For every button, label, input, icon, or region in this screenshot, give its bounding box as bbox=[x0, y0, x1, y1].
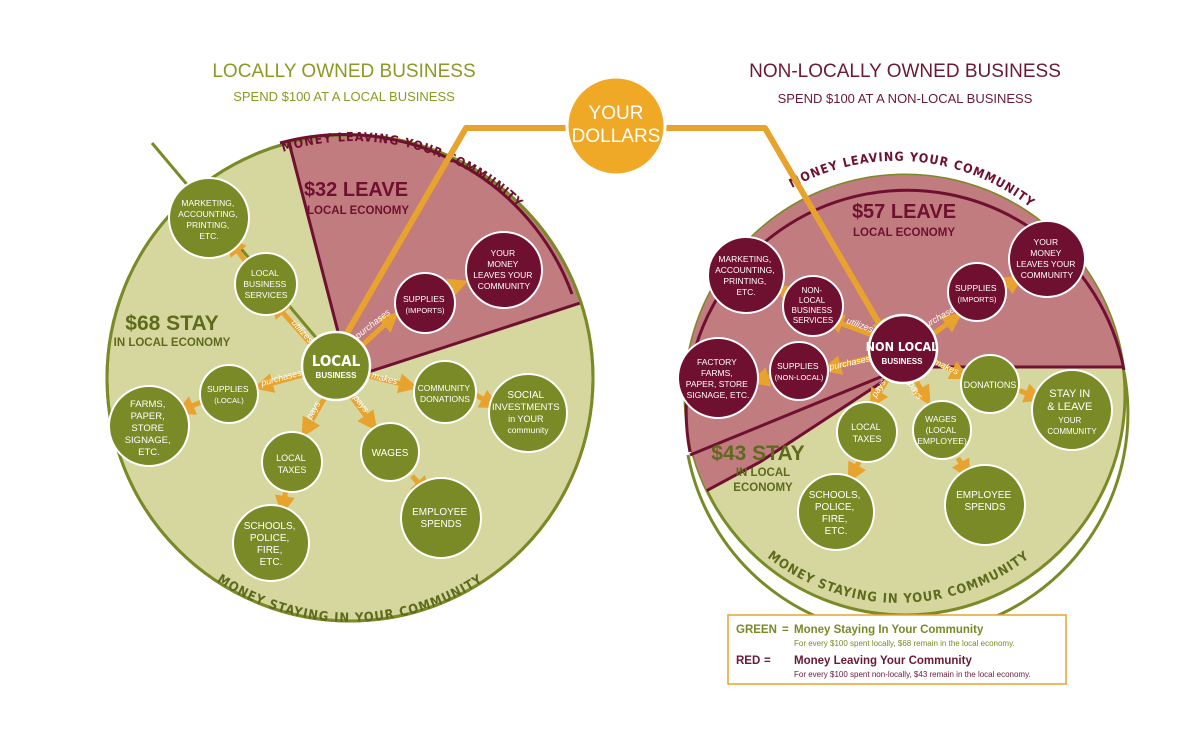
svg-text:YOUR MONEY LEAVES: YOUR MONEY LEAVES YOUR COMMUNITY bbox=[1016, 237, 1078, 280]
legend-green-title: Money Staying In Your Community bbox=[794, 624, 984, 636]
local-title: LOCALLY OWNED BUSINESS bbox=[212, 61, 475, 82]
nonlocal-node-marketing: MARKETING, ACCOUNTING, PRINTING, ETC. bbox=[707, 236, 785, 314]
nonlocal-node-supplies-imports: SUPPLIES (IMPORTS) bbox=[947, 262, 1007, 322]
local-node-donations: COMMUNITY DONATIONS bbox=[413, 360, 477, 424]
svg-text:SUPPLIES (NON-LOCAL): SUPPLIES (NON-LOCAL) bbox=[775, 361, 824, 382]
your-dollars-line1: YOUR bbox=[589, 103, 644, 124]
nonlocal-leave-sub: LOCAL ECONOMY bbox=[853, 227, 955, 239]
local-node-leaves: YOUR MONEY LEAVES YOUR COMMUNITY bbox=[465, 231, 543, 309]
nonlocal-hub-line2: BUSINESS bbox=[882, 357, 924, 366]
svg-text:MARKETING, ACCOUNTING,: MARKETING, ACCOUNTING, PRINTING, ETC. bbox=[715, 254, 777, 297]
local-leave-sub: LOCAL ECONOMY bbox=[307, 205, 409, 217]
svg-text:LOCAL TAXES: LOCAL TAXES bbox=[851, 422, 883, 444]
svg-text:YOUR MONEY LEAVES: YOUR MONEY LEAVES YOUR COMMUNITY bbox=[473, 248, 535, 291]
your-dollars-line2: DOLLARS bbox=[572, 126, 661, 147]
nonlocal-leave-amount: $57 LEAVE bbox=[852, 201, 956, 223]
local-node-services: LOCAL BUSINESS SERVICES bbox=[234, 252, 298, 316]
svg-text:SUPPLIES (IMPORTS): SUPPLIES (IMPORTS) bbox=[403, 294, 447, 315]
svg-text:FACTORY FARMS, PAP: FACTORY FARMS, PAPER, STORE SIGNAGE, ETC… bbox=[686, 357, 750, 400]
legend-red-key: RED bbox=[736, 655, 760, 667]
nonlocal-node-services: NON- LOCAL BUSINESS SERVICES bbox=[782, 275, 844, 337]
nonlocal-node-stayleave: STAY IN & LEAVE YOUR COMMUNITY bbox=[1031, 369, 1113, 451]
legend-red-eq: = bbox=[764, 655, 771, 667]
nonlocal-arrows bbox=[749, 275, 1045, 483]
svg-text:EMPLOYEE SPENDS: EMPLOYEE SPENDS bbox=[956, 490, 1014, 513]
dollars-connector bbox=[337, 125, 883, 347]
svg-text:SUPPLIES (IMPORTS): SUPPLIES (IMPORTS) bbox=[955, 283, 999, 304]
legend-green-key: GREEN bbox=[736, 624, 777, 636]
svg-text:STAY IN & LEAVE YO: STAY IN & LEAVE YOUR COMMUNITY bbox=[1047, 384, 1097, 436]
local-node-taxes: LOCAL TAXES bbox=[261, 431, 323, 493]
nonlocal-title: NON-LOCALLY OWNED BUSINESS bbox=[749, 61, 1061, 82]
local-node-social: SOCIAL INVESTMENTS in YOUR community bbox=[488, 373, 568, 453]
nonlocal-node-donations: DONATIONS bbox=[960, 354, 1020, 414]
svg-text:WAGES (LOCAL EMPLO: WAGES (LOCAL EMPLOYEE) bbox=[917, 414, 967, 446]
nonlocal-hub: NON LOCAL BUSINESS bbox=[866, 313, 939, 385]
local-stay-amount: $68 STAY bbox=[125, 312, 218, 335]
svg-text:MARKETING, ACCOUNTING,: MARKETING, ACCOUNTING, PRINTING, ETC. bbox=[178, 198, 240, 241]
svg-text:SCHOOLS, POLICE, F: SCHOOLS, POLICE, FIRE, ETC. bbox=[244, 521, 298, 568]
legend-green-desc: For every $100 spent locally, $68 remain… bbox=[794, 639, 1015, 648]
svg-text:WAGES: WAGES bbox=[372, 448, 409, 459]
local-node-supplies-imports: SUPPLIES (IMPORTS) bbox=[394, 272, 456, 334]
local-node-farms: FARMS, PAPER, STORE SIGNAGE, ETC. bbox=[108, 385, 190, 467]
nonlocal-node-wages: WAGES (LOCAL EMPLOYEE) bbox=[912, 400, 972, 460]
local-hub-line2: BUSINESS bbox=[316, 371, 358, 380]
svg-text:DONATIONS: DONATIONS bbox=[964, 380, 1017, 390]
local-hub-line1: LOCAL bbox=[312, 352, 361, 370]
local-node-schools: SCHOOLS, POLICE, FIRE, ETC. bbox=[232, 504, 310, 582]
nonlocal-node-leaves: YOUR MONEY LEAVES YOUR COMMUNITY bbox=[1008, 220, 1086, 298]
svg-text:SUPPLIES (LOCAL): SUPPLIES (LOCAL) bbox=[207, 384, 251, 405]
legend-red-title: Money Leaving Your Community bbox=[794, 655, 972, 667]
nonlocal-stay-sub-1: IN LOCAL bbox=[736, 467, 790, 479]
legend-green-eq: = bbox=[782, 624, 789, 636]
nonlocal-node-factory: FACTORY FARMS, PAPER, STORE SIGNAGE, ETC… bbox=[677, 337, 759, 419]
svg-text:SCHOOLS, POLICE, F: SCHOOLS, POLICE, FIRE, ETC. bbox=[809, 490, 863, 537]
nonlocal-node-employee: EMPLOYEE SPENDS bbox=[944, 464, 1026, 546]
your-dollars-badge bbox=[565, 75, 667, 177]
local-leave-amount: $32 LEAVE bbox=[304, 179, 408, 201]
legend-red-desc: For every $100 spent non-locally, $43 re… bbox=[794, 670, 1031, 679]
local-stay-sub: IN LOCAL ECONOMY bbox=[114, 337, 231, 349]
svg-text:FARMS, PAPER, STOR: FARMS, PAPER, STORE SIGNAGE, ETC. bbox=[125, 399, 174, 458]
svg-text:NON- LOCAL BUSINES: NON- LOCAL BUSINESS SERVICES bbox=[792, 286, 835, 325]
nonlocal-node-supplies-nonlocal: SUPPLIES (NON-LOCAL) bbox=[769, 341, 829, 401]
svg-text:LOCAL BUSINESS SER: LOCAL BUSINESS SERVICES bbox=[243, 268, 288, 300]
local-node-employee: EMPLOYEE SPENDS bbox=[400, 477, 482, 559]
nonlocal-subtitle: SPEND $100 AT A NON-LOCAL BUSINESS bbox=[778, 91, 1033, 106]
svg-text:COMMUNITY DONATIONS: COMMUNITY DONATIONS bbox=[418, 383, 473, 404]
nonlocal-node-schools: SCHOOLS, POLICE, FIRE, ETC. bbox=[797, 473, 875, 551]
svg-text:EMPLOYEE SPENDS: EMPLOYEE SPENDS bbox=[412, 507, 470, 530]
nonlocal-hub-line1: NON LOCAL bbox=[866, 339, 939, 354]
local-subtitle: SPEND $100 AT A LOCAL BUSINESS bbox=[233, 89, 455, 104]
local-node-wages: WAGES bbox=[360, 422, 420, 482]
nonlocal-stay-amount: $43 STAY bbox=[711, 442, 804, 465]
local-hub: LOCAL BUSINESS bbox=[300, 330, 372, 402]
svg-text:SOCIAL INVESTMENTS: SOCIAL INVESTMENTS in YOUR community bbox=[492, 385, 564, 435]
nonlocal-node-taxes: LOCAL TAXES bbox=[836, 401, 898, 463]
nonlocal-stay-sub-2: ECONOMY bbox=[733, 482, 793, 494]
legend: GREEN = Money Staying In Your Community … bbox=[727, 614, 1067, 685]
local-node-supplies-local: SUPPLIES (LOCAL) bbox=[199, 364, 259, 424]
local-node-marketing: MARKETING, ACCOUNTING, PRINTING, ETC. bbox=[168, 177, 250, 259]
svg-text:LOCAL TAXES: LOCAL TAXES bbox=[276, 453, 308, 475]
